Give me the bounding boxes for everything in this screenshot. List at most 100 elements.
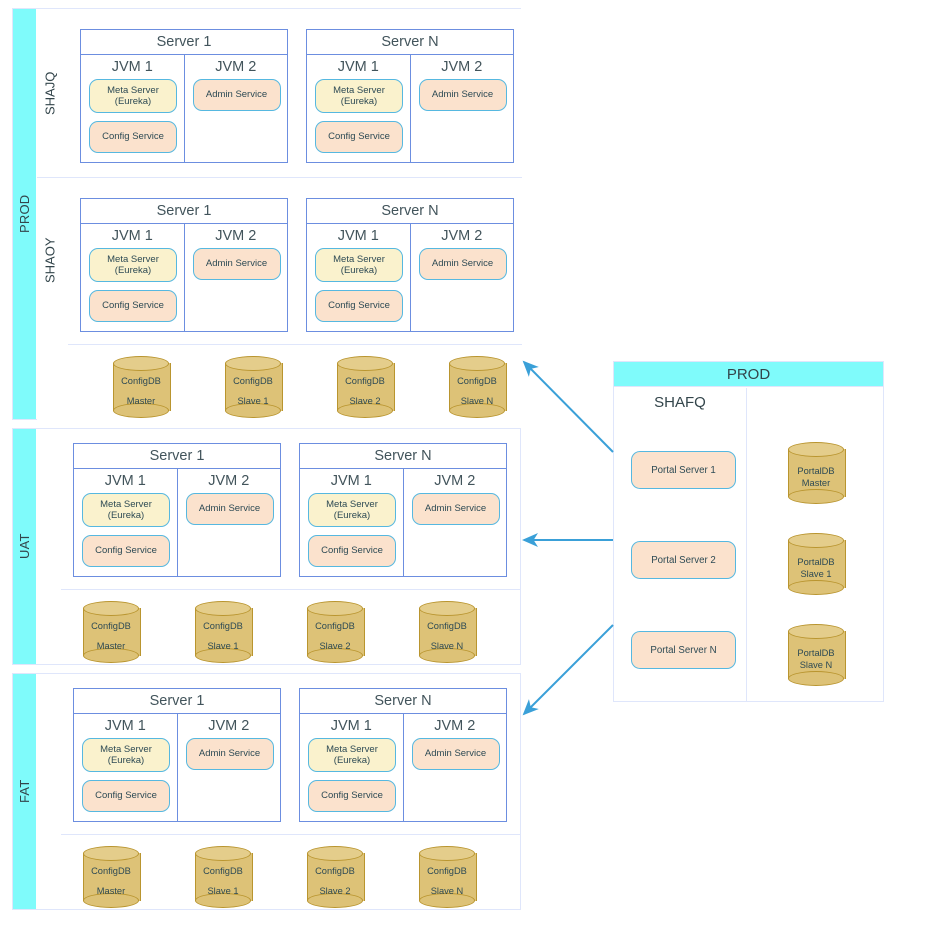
service-chip-admin-service[interactable]: Admin Service: [411, 493, 500, 525]
cylinder-top: [113, 356, 169, 371]
portal-region-label: SHAFQ: [654, 394, 706, 411]
service-chip-config-service[interactable]: Config Service: [82, 535, 170, 567]
database-cylinder[interactable]: ConfigDB Slave N: [419, 846, 477, 908]
database-cylinder[interactable]: PortalDB Slave N: [788, 624, 846, 686]
jvm-title: JVM 2: [208, 718, 250, 734]
database-cylinder[interactable]: ConfigDB Slave 1: [195, 601, 253, 663]
db-row: ConfigDB Master ConfigDB Slave 1 ConfigD…: [68, 344, 522, 421]
cylinder-top: [419, 846, 475, 861]
db-row: ConfigDB Master ConfigDB Slave 1 ConfigD…: [61, 834, 520, 911]
jvm-title: JVM 2: [441, 59, 483, 75]
admin-service-label: Admin Service: [205, 258, 268, 270]
cylinder-bottom: [307, 648, 363, 663]
database-label: PortalDB Slave 1: [797, 556, 835, 579]
cylinder-bottom: [113, 403, 169, 418]
database-cylinder[interactable]: ConfigDB Slave N: [449, 356, 507, 418]
cylinder-bottom: [195, 893, 251, 908]
region-shajq: SHAJQ Server 1 JVM 1 Meta Server (Eureka…: [37, 9, 522, 177]
database-cylinder[interactable]: ConfigDB Slave N: [419, 601, 477, 663]
env-label-prod: PROD: [17, 194, 32, 234]
service-chip-meta-server[interactable]: Meta Server (Eureka): [315, 79, 403, 113]
cylinder-top: [788, 442, 844, 457]
env-label-uat: UAT: [17, 533, 32, 560]
jvm-panel: JVM 2 Admin Service: [176, 714, 281, 821]
service-chip-meta-server[interactable]: Meta Server (Eureka): [89, 79, 177, 113]
server-title: Server 1: [81, 199, 287, 224]
jvm-title: JVM 1: [330, 718, 372, 734]
service-chip-meta-server[interactable]: Meta Server(Eureka): [82, 738, 170, 772]
meta-server-label: Meta Server(Eureka): [326, 743, 378, 767]
env-panel-prod: PROD SHAJQ Server 1 JVM 1 Meta Server (E…: [12, 8, 522, 421]
config-service-label: Config Service: [95, 545, 157, 557]
database-cylinder[interactable]: ConfigDB Slave 1: [225, 356, 283, 418]
cylinder-bottom: [195, 648, 251, 663]
database-cylinder[interactable]: ConfigDB Slave 2: [337, 356, 395, 418]
jvm-title: JVM 1: [111, 59, 153, 75]
service-chip-meta-server[interactable]: Meta Server(Eureka): [308, 738, 396, 772]
database-label: ConfigDB Slave N: [427, 865, 467, 896]
database-label: PortalDB Master: [797, 465, 835, 488]
database-cylinder[interactable]: ConfigDB Slave 2: [307, 601, 365, 663]
database-cylinder[interactable]: ConfigDB Master: [83, 846, 141, 908]
service-chip-config-service[interactable]: Config Service: [308, 535, 396, 567]
cylinder-top: [419, 601, 475, 616]
jvm-panel: JVM 1 Meta Server(Eureka) Config Service: [74, 714, 177, 821]
cylinder-top: [195, 601, 251, 616]
service-chip-config-service[interactable]: Config Service: [89, 290, 177, 322]
database-label: ConfigDB Master: [121, 375, 161, 406]
portal-servers-column: SHAFQ Portal Server 1 Portal Server 2 Po…: [614, 388, 747, 701]
portal-server-n[interactable]: Portal Server N: [631, 631, 736, 669]
jvm-panel: JVM 2 Admin Service: [183, 55, 288, 162]
service-chip-meta-server[interactable]: Meta Server(Eureka): [82, 493, 170, 527]
cylinder-top: [307, 601, 363, 616]
service-chip-config-service[interactable]: Config Service: [315, 290, 403, 322]
service-chip-config-service[interactable]: Config Service: [89, 121, 177, 153]
jvm-title: JVM 2: [441, 228, 483, 244]
service-chip-admin-service[interactable]: Admin Service: [192, 79, 281, 111]
database-cylinder[interactable]: ConfigDB Master: [83, 601, 141, 663]
cylinder-bottom: [83, 893, 139, 908]
meta-server-label: Meta Server(Eureka): [333, 253, 385, 277]
service-chip-admin-service[interactable]: Admin Service: [411, 738, 500, 770]
env-panel-fat: FAT Server 1 JVM 1 Meta Server(Eureka) C…: [12, 673, 521, 910]
service-chip-meta-server[interactable]: Meta Server(Eureka): [89, 248, 177, 282]
env-bar-uat: UAT: [13, 429, 36, 664]
admin-service-label: Admin Service: [205, 89, 268, 101]
database-cylinder[interactable]: ConfigDB Master: [113, 356, 171, 418]
service-chip-meta-server[interactable]: Meta Server(Eureka): [308, 493, 396, 527]
service-chip-admin-service[interactable]: Admin Service: [418, 79, 507, 111]
database-cylinder[interactable]: ConfigDB Slave 2: [307, 846, 365, 908]
config-service-label: Config Service: [95, 790, 157, 802]
cylinder-bottom: [788, 671, 844, 686]
portal-server-2[interactable]: Portal Server 2: [631, 541, 736, 579]
database-cylinder[interactable]: PortalDB Master: [788, 442, 846, 504]
server-title: Server 1: [74, 689, 280, 714]
admin-service-label: Admin Service: [424, 503, 487, 515]
cylinder-bottom: [307, 893, 363, 908]
cylinder-bottom: [83, 648, 139, 663]
jvm-panel: JVM 2 Admin Service: [183, 224, 288, 331]
meta-server-label: Meta Server(Eureka): [326, 498, 378, 522]
server-title: Server N: [300, 444, 506, 469]
jvm-panel: JVM 2 Admin Service: [402, 714, 507, 821]
portal-server-1[interactable]: Portal Server 1: [631, 451, 736, 489]
database-cylinder[interactable]: PortalDB Slave 1: [788, 533, 846, 595]
database-label: ConfigDB Slave 1: [203, 865, 243, 896]
env-bar-prod: PROD: [13, 9, 36, 419]
service-chip-admin-service[interactable]: Admin Service: [192, 248, 281, 280]
meta-server-label: Meta Server (Eureka): [107, 84, 159, 108]
service-chip-config-service[interactable]: Config Service: [315, 121, 403, 153]
database-cylinder[interactable]: ConfigDB Slave 1: [195, 846, 253, 908]
service-chip-config-service[interactable]: Config Service: [82, 780, 170, 812]
service-chip-meta-server[interactable]: Meta Server(Eureka): [315, 248, 403, 282]
service-chip-config-service[interactable]: Config Service: [308, 780, 396, 812]
cylinder-top: [788, 624, 844, 639]
jvm-title: JVM 1: [330, 473, 372, 489]
jvm-panel: JVM 2 Admin Service: [402, 469, 507, 576]
server-box: Server 1 JVM 1 Meta Server(Eureka) Confi…: [80, 198, 288, 332]
admin-service-label: Admin Service: [198, 748, 261, 760]
service-chip-admin-service[interactable]: Admin Service: [185, 738, 274, 770]
jvm-panel: JVM 2 Admin Service: [176, 469, 281, 576]
service-chip-admin-service[interactable]: Admin Service: [185, 493, 274, 525]
service-chip-admin-service[interactable]: Admin Service: [418, 248, 507, 280]
